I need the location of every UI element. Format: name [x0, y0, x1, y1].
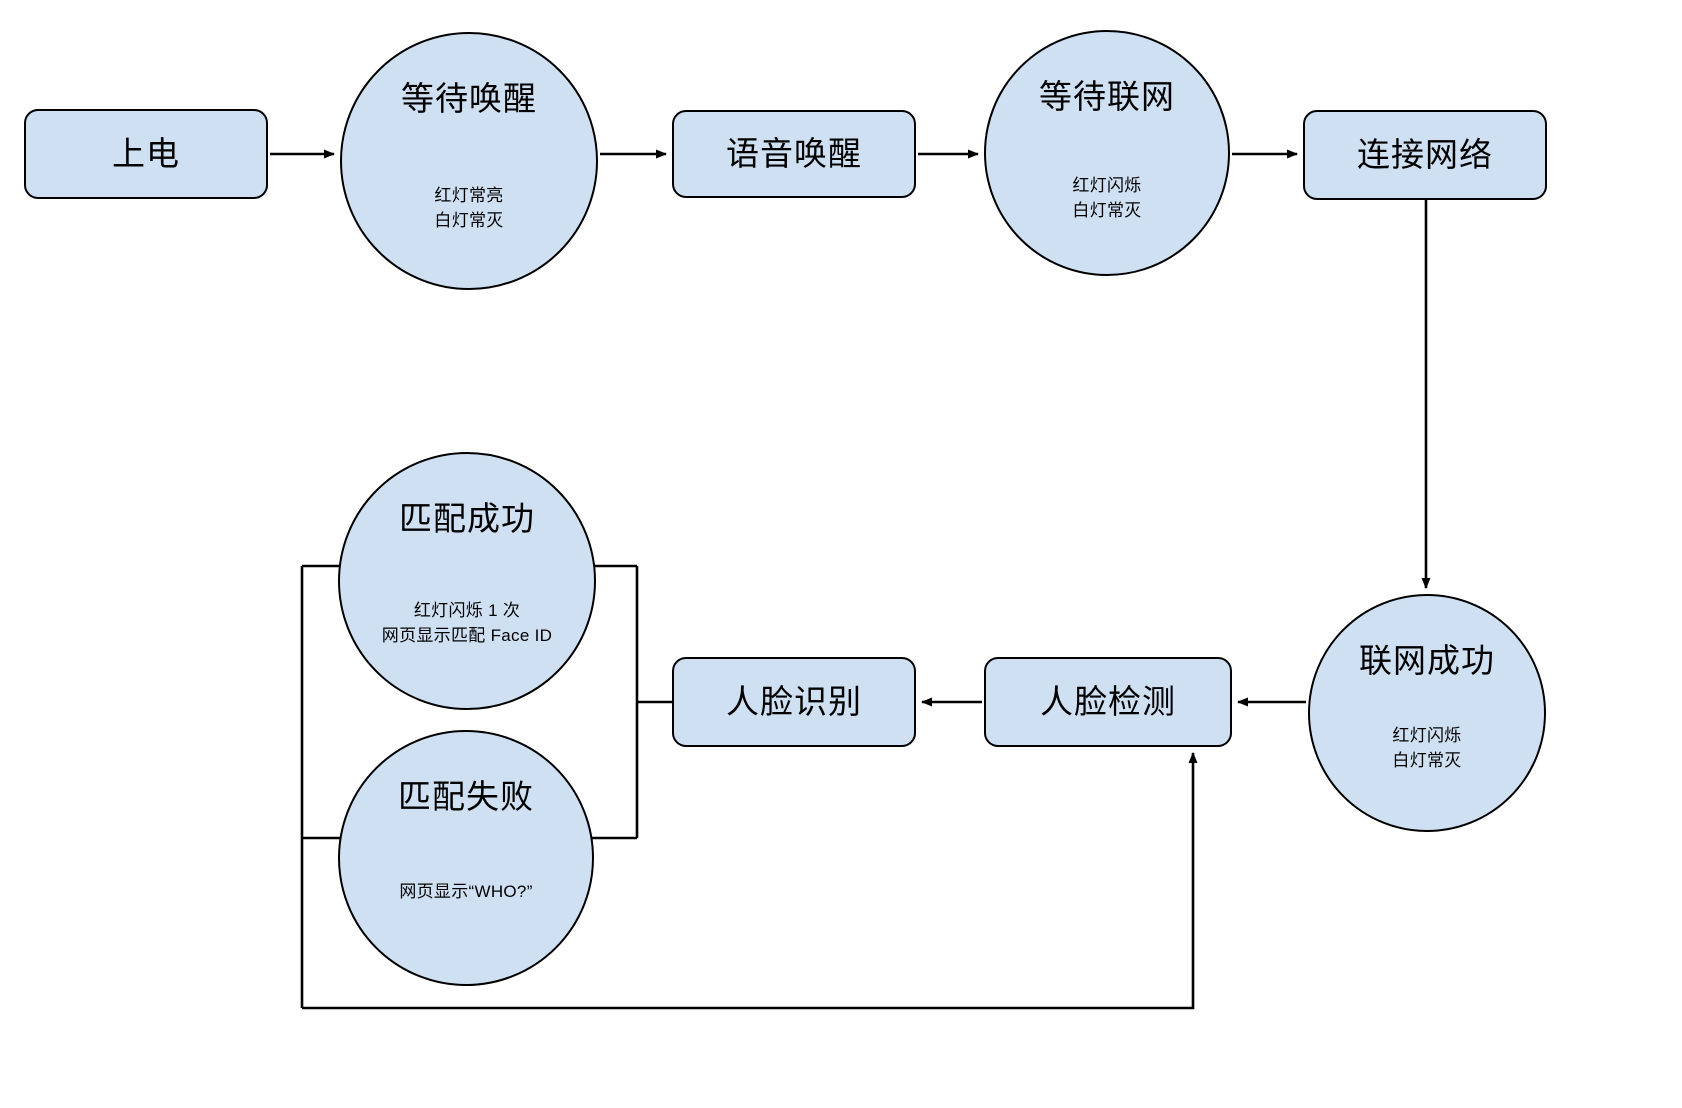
node-match-success-status: 红灯闪烁 1 次 网页显示匹配 Face ID	[381, 601, 553, 645]
node-waiting-wakeup[interactable]: 等待唤醒 红灯常亮 白灯常灭	[340, 32, 598, 290]
node-face-recognition-title: 人脸识别	[726, 683, 862, 721]
node-face-detection[interactable]: 人脸检测	[984, 657, 1232, 747]
node-network-success[interactable]: 联网成功 红灯闪烁 白灯常灭	[1308, 594, 1546, 832]
node-power-on[interactable]: 上电	[24, 109, 268, 199]
node-match-success[interactable]: 匹配成功 红灯闪烁 1 次 网页显示匹配 Face ID	[338, 452, 596, 710]
node-network-success-status: 红灯闪烁 白灯常灭	[1392, 726, 1462, 770]
node-connect-network-title: 连接网络	[1357, 136, 1493, 174]
node-connect-network[interactable]: 连接网络	[1303, 110, 1547, 200]
node-voice-wakeup[interactable]: 语音唤醒	[672, 110, 916, 198]
node-network-success-title: 联网成功	[1359, 642, 1495, 679]
node-waiting-network-status: 红灯闪烁 白灯常灭	[1072, 176, 1142, 220]
node-match-success-title: 匹配成功	[399, 500, 535, 537]
node-power-on-title: 上电	[112, 135, 180, 173]
node-match-failure[interactable]: 匹配失败 网页显示“WHO?”	[338, 730, 594, 986]
node-face-detection-title: 人脸检测	[1040, 683, 1176, 721]
node-match-failure-title: 匹配失败	[398, 778, 534, 815]
node-waiting-network-title: 等待联网	[1039, 78, 1175, 115]
node-face-recognition[interactable]: 人脸识别	[672, 657, 916, 747]
node-waiting-wakeup-status: 红灯常亮 白灯常灭	[434, 186, 504, 230]
node-match-failure-status: 网页显示“WHO?”	[399, 882, 533, 901]
node-waiting-wakeup-title: 等待唤醒	[401, 80, 537, 117]
node-voice-wakeup-title: 语音唤醒	[726, 135, 862, 173]
node-waiting-network[interactable]: 等待联网 红灯闪烁 白灯常灭	[984, 30, 1230, 276]
